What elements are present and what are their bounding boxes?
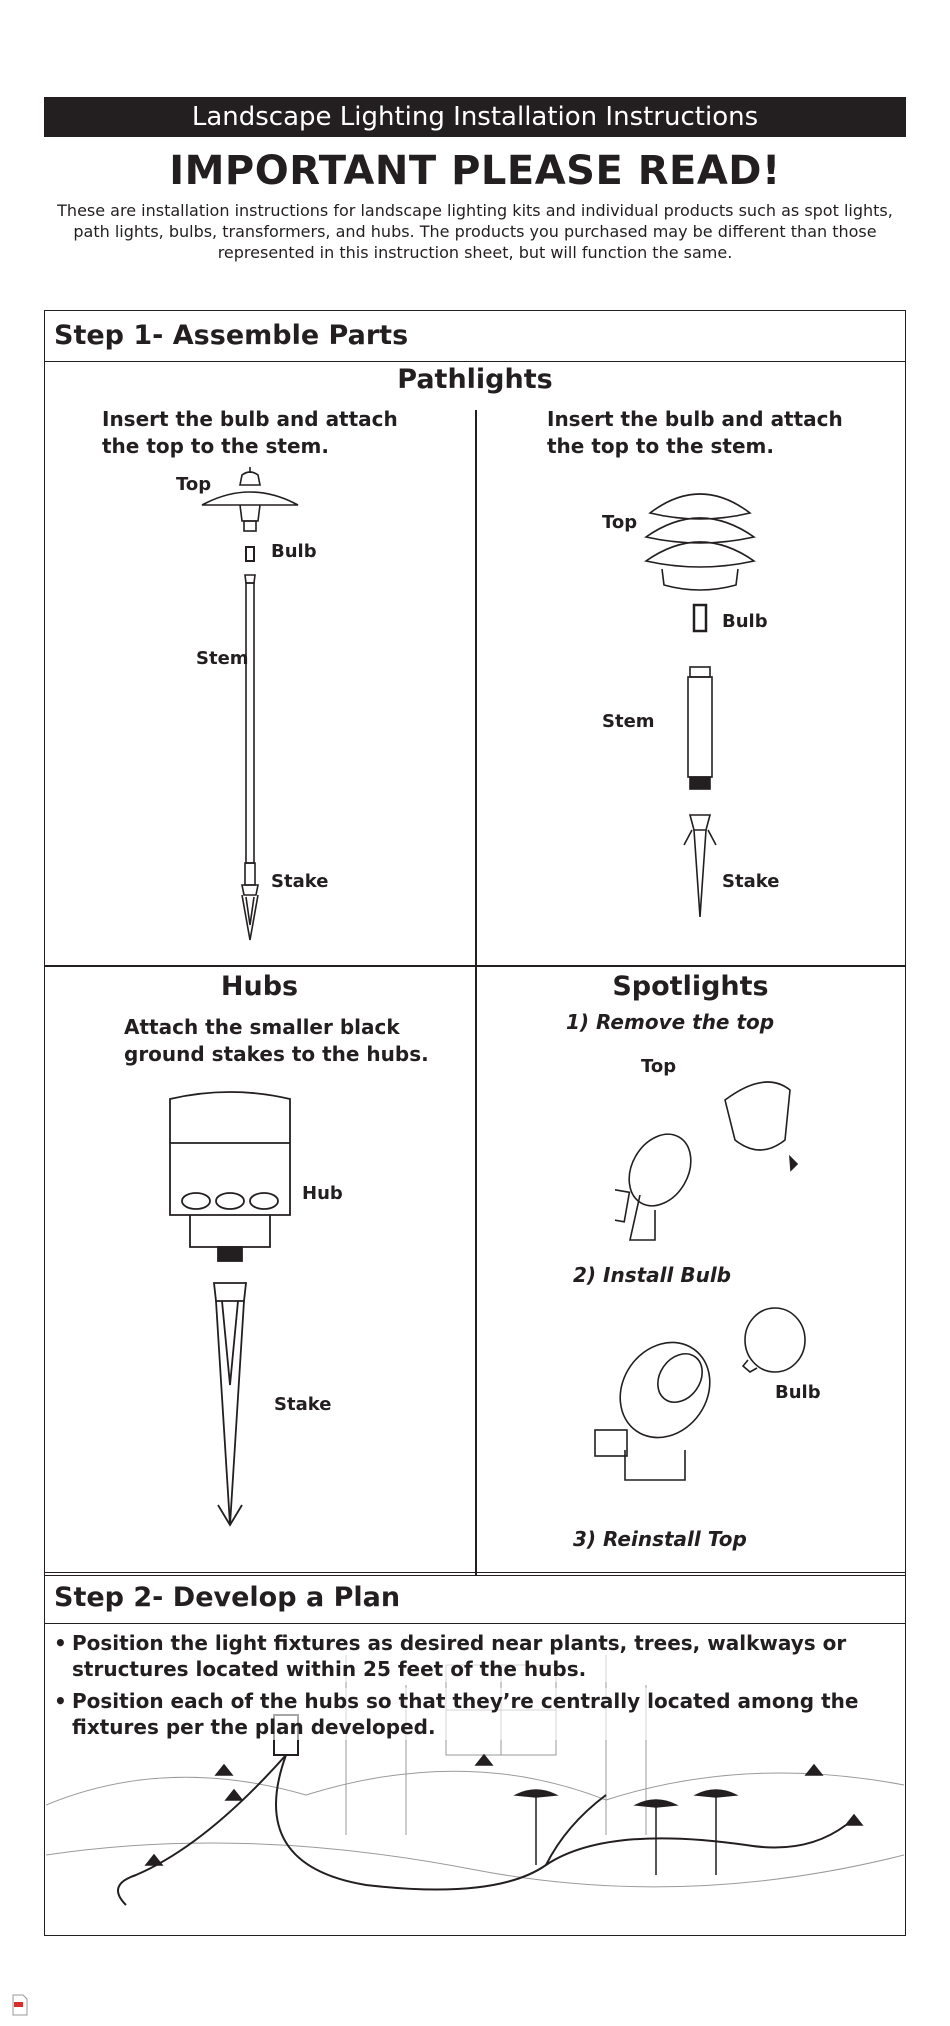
- spotlight-install-bulb-illustration: [594, 1307, 806, 1481]
- step2-bullet-item: Position each of the hubs so that they’r…: [52, 1688, 902, 1740]
- spotlights-title: Spotlights: [612, 971, 769, 1002]
- pathlight-right-top-label: Top: [602, 512, 638, 533]
- title-banner: Landscape Lighting Installation Instruct…: [44, 97, 906, 137]
- step1-heading: Step 1- Assemble Parts: [44, 310, 906, 362]
- pathlight-right-instruction: Insert the bulb and attach the top to th…: [547, 407, 843, 458]
- hub-label: Hub: [302, 1183, 343, 1204]
- step2-frame: [44, 1623, 906, 1936]
- pathlight-left-top-label: Top: [176, 474, 212, 495]
- spotlight-bulb-label: Bulb: [775, 1382, 821, 1403]
- pathlights-title: Pathlights: [397, 364, 553, 395]
- spotlight-step-reinstall-top: 3) Reinstall Top: [573, 1527, 747, 1551]
- spotlight-step-remove-top: 1) Remove the top: [566, 1010, 775, 1034]
- important-headline: IMPORTANT PLEASE READ!: [169, 148, 781, 194]
- hubs-title: Hubs: [220, 971, 299, 1002]
- pathlight-right-bulb-label: Bulb: [722, 611, 768, 632]
- spotlight-top-label: Top: [641, 1056, 677, 1077]
- hubs-instruction: Attach the smaller black ground stakes t…: [124, 1015, 429, 1066]
- pathlight-right-stem-label: Stem: [602, 711, 655, 732]
- spotlight-step-install-bulb: 2) Install Bulb: [573, 1263, 731, 1287]
- step2-bullet-list: Position the light fixtures as desired n…: [52, 1630, 902, 1746]
- pathlight-left-bulb-label: Bulb: [271, 541, 317, 562]
- step2-heading: Step 2- Develop a Plan: [44, 1572, 906, 1624]
- step2-bullet-item: Position the light fixtures as desired n…: [52, 1630, 902, 1682]
- pathlight-right-stake-label: Stake: [722, 871, 780, 892]
- pathlight-divider: [475, 410, 477, 965]
- intro-paragraph: These are installation instructions for …: [57, 201, 893, 262]
- pathlight-left-stem-label: Stem: [196, 648, 249, 669]
- hub-illustration: [169, 1091, 291, 1527]
- pathlight-right-illustration: [644, 493, 756, 918]
- pathlight-left-illustration: [201, 467, 299, 941]
- hub-spot-divider: [475, 965, 477, 1576]
- spotlight-remove-top-illustration: [615, 1081, 799, 1241]
- pathlight-left-instruction: Insert the bulb and attach the top to th…: [102, 407, 398, 458]
- hub-stake-label: Stake: [274, 1394, 332, 1415]
- pathlight-left-stake-label: Stake: [271, 871, 329, 892]
- pdf-file-icon: [12, 1994, 28, 2016]
